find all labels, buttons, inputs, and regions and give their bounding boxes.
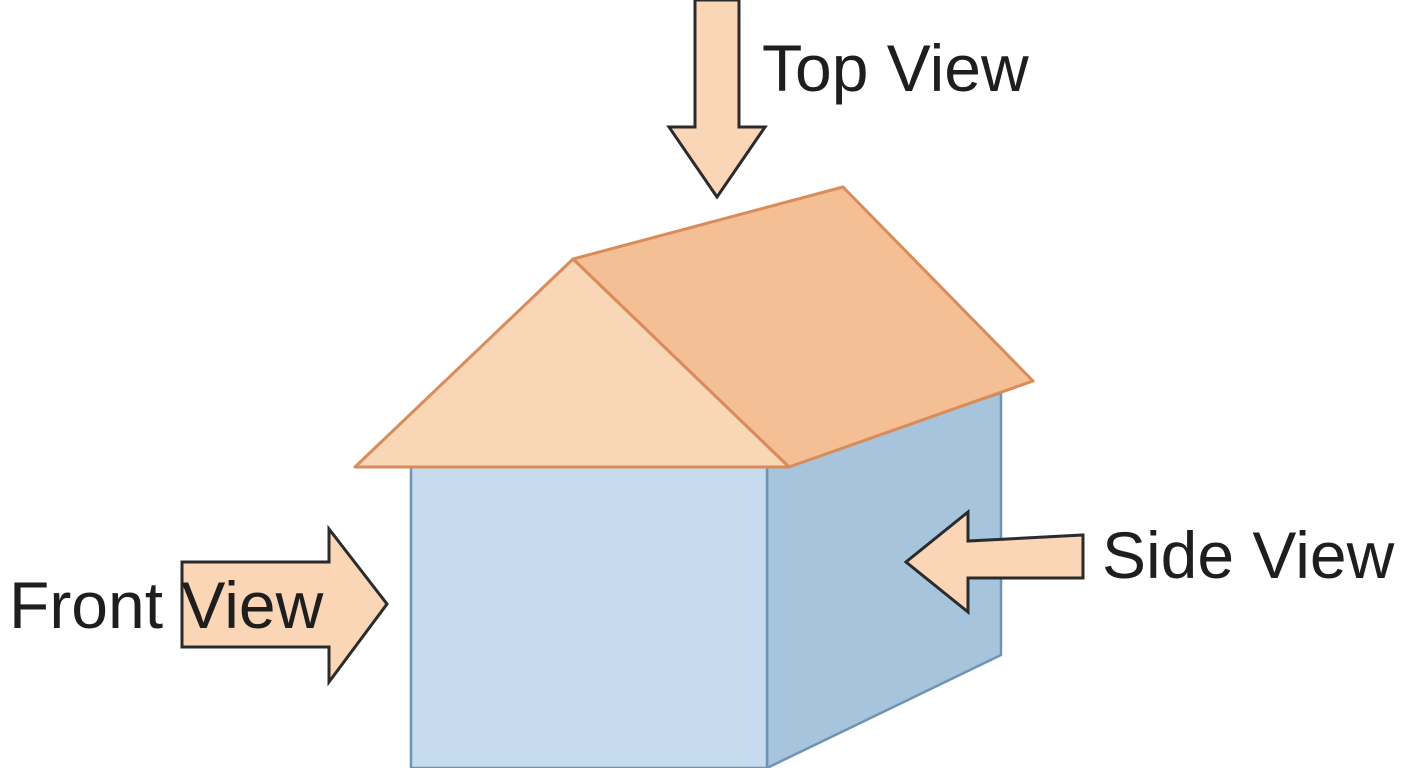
side-view-label: Side View: [1102, 518, 1395, 592]
front-view-arrow-icon: [180, 524, 389, 687]
top-view-label: Top View: [762, 31, 1029, 105]
roof-front-gable: [353, 257, 791, 469]
house-front-wall: [409, 465, 769, 768]
front-view-label: Front View: [9, 568, 324, 642]
top-view-arrow-icon: [666, 0, 768, 200]
house: [353, 185, 1035, 768]
side-view-arrow-icon: [903, 508, 1085, 616]
